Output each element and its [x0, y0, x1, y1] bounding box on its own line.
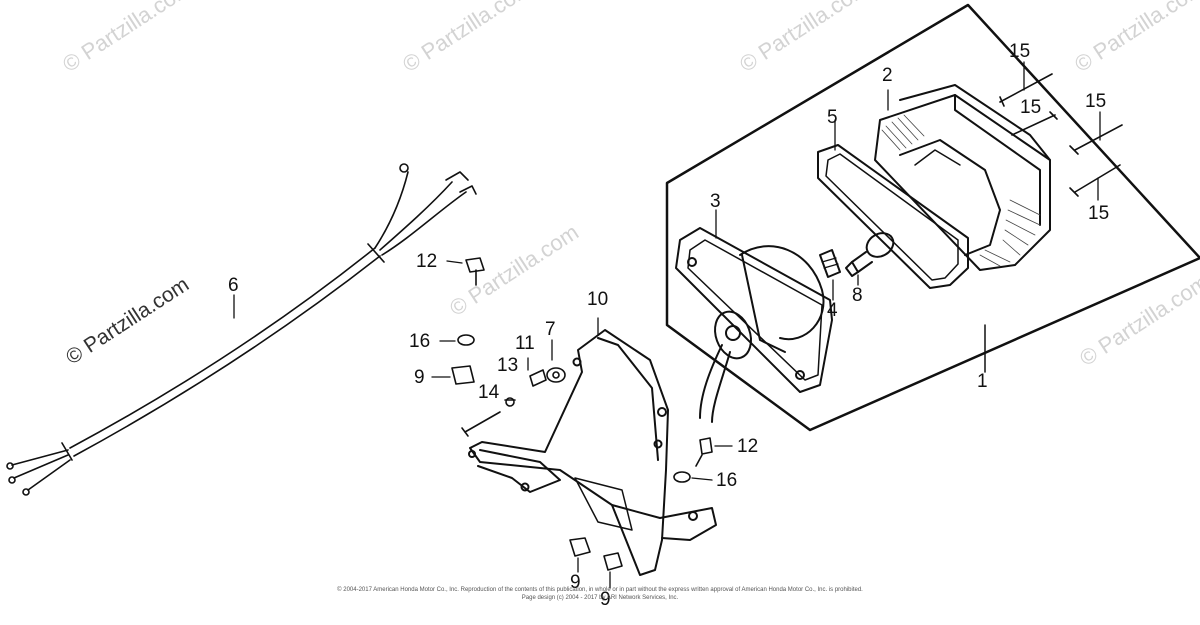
callout-9: 9 [600, 589, 611, 610]
callout-10: 10 [587, 289, 609, 310]
callout-15: 15 [1085, 91, 1107, 112]
callout-9: 9 [414, 367, 425, 388]
callout-6: 6 [228, 275, 239, 296]
callout-15: 15 [1088, 203, 1110, 224]
assembly-outline [665, 3, 1200, 432]
callout-16: 16 [409, 331, 431, 352]
screws-part-15 [999, 61, 1123, 201]
callout-5: 5 [827, 107, 838, 128]
hardware-small-parts [431, 257, 733, 589]
callout-12: 12 [416, 251, 438, 272]
page-design-line: Page design (c) 2004 - 2017 by ARI Netwo… [521, 595, 679, 601]
gasket-part-5 [817, 119, 969, 289]
bulb-part-8 [845, 232, 895, 286]
lens-cover-part-2 [874, 84, 1051, 271]
callout-12: 12 [737, 436, 759, 457]
copyright-line: © 2004-2017 American Honda Motor Co., In… [337, 587, 863, 593]
callout-7: 7 [545, 319, 556, 340]
callout-16: 16 [716, 470, 738, 491]
socket-part-4 [819, 249, 841, 301]
callout-9: 9 [570, 572, 581, 593]
callout-8: 8 [852, 285, 863, 306]
callout-13: 13 [497, 355, 519, 376]
callout-11: 11 [515, 333, 535, 354]
callout-4: 4 [827, 300, 838, 321]
callout-14: 14 [478, 382, 500, 403]
callout-15: 15 [1009, 41, 1031, 62]
lamp-base-part-3 [675, 209, 833, 423]
wire-harness-part-6 [6, 163, 477, 496]
callout-15: 15 [1020, 97, 1042, 118]
callout-1: 1 [977, 371, 988, 392]
callout-2: 2 [882, 65, 893, 86]
callout-3: 3 [710, 191, 721, 212]
bracket-part-10 [468, 317, 717, 576]
copyright-notice: © 2004-2017 American Honda Motor Co., In… [300, 586, 900, 602]
